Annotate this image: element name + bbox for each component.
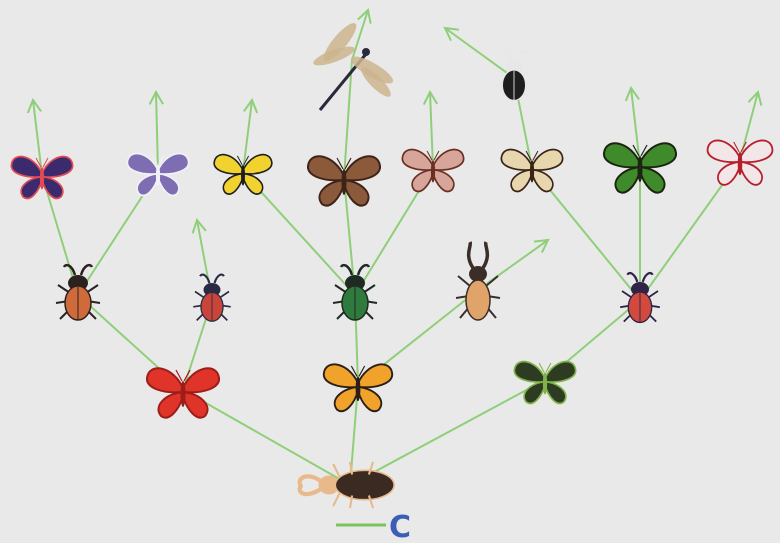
yellow-swallowtail-icon — [214, 155, 272, 194]
branch-line — [183, 390, 350, 485]
organism-illustrations — [11, 19, 772, 508]
red-leaf-butterfly-icon — [147, 368, 219, 417]
rhino-beetle-orange-icon — [56, 265, 100, 320]
purple-red-butterfly-icon — [11, 157, 72, 199]
clade-label: C — [389, 510, 411, 543]
branch-lines — [28, 10, 762, 485]
white-red-butterfly-icon — [708, 140, 773, 184]
cream-swallowtail-icon — [501, 150, 562, 192]
green-beetle-icon — [333, 265, 377, 320]
black-horned-beetle-icon — [494, 51, 534, 100]
small-red-beetle-icon — [193, 275, 230, 322]
branch-tip-line — [156, 92, 158, 172]
stag-beetle-tan-icon — [456, 242, 500, 320]
green-black-birdwing-icon — [514, 362, 575, 404]
branch-tip-line — [478, 240, 548, 290]
branch-tip-line — [445, 28, 514, 78]
dragonfly-icon — [311, 19, 396, 110]
